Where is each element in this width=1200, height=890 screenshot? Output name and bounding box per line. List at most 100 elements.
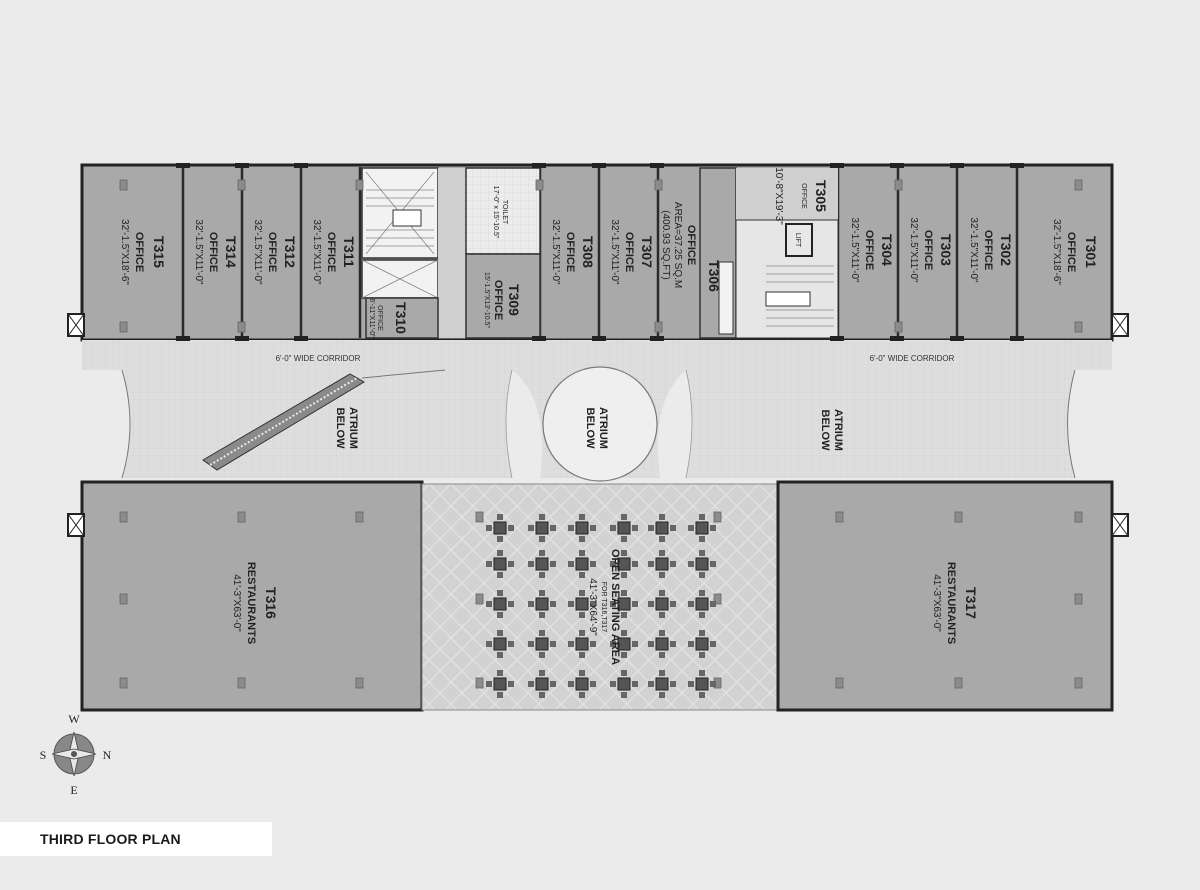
unit-area-t306: AREA=37.25 SQ.M <box>672 202 683 288</box>
unit-code-t316: T316 <box>263 587 279 619</box>
unit-dim-t308: 32'-1.5"X11'-0" <box>550 219 561 285</box>
table <box>648 630 676 658</box>
unit-dim-t310: 6'-11"X11'-0" <box>368 298 375 338</box>
table <box>486 630 514 658</box>
table <box>568 550 596 578</box>
unit-area2-t306: (400.93 SQ.FT) <box>660 210 671 279</box>
toilet-dim: 17'-0" x 15'-10.5" <box>492 186 499 239</box>
unit-code-t311: T311 <box>341 236 357 267</box>
compass: W S N E <box>40 712 112 797</box>
table <box>610 514 638 542</box>
unit-dim-t309: 15'-1.5"X13'-10.5" <box>483 272 490 328</box>
unit-name-t314: OFFICE <box>207 232 219 272</box>
lift-label: LIFT <box>794 233 801 248</box>
table <box>528 550 556 578</box>
table <box>528 590 556 618</box>
unit-dim-t305: 10'-8"X19'-3" <box>773 167 784 225</box>
unit-name-t312: OFFICE <box>266 232 278 272</box>
unit-name-t305: OFFICE <box>800 183 807 209</box>
unit-code-t308: T308 <box>580 236 596 268</box>
unit-dim-t317: 41'-3"X63'-0" <box>931 574 942 632</box>
compass-w: W <box>68 712 80 726</box>
table <box>486 550 514 578</box>
table <box>688 670 716 698</box>
unit-code-t305: T305 <box>813 180 829 212</box>
unit-name-t316: RESTAURANTS <box>245 562 257 644</box>
restaurant-t316 <box>80 480 424 712</box>
page-title: THIRD FLOOR PLAN <box>40 831 181 847</box>
unit-code-t302: T302 <box>998 234 1014 266</box>
seating-name: OPEN SEATING AREA <box>609 549 621 665</box>
unit-name-t303: OFFICE <box>922 230 934 270</box>
columns <box>119 179 1083 689</box>
table <box>486 514 514 542</box>
table <box>568 630 596 658</box>
table <box>528 630 556 658</box>
unit-name-t308: OFFICE <box>564 232 576 272</box>
office-strip-top <box>80 163 1114 342</box>
table <box>568 514 596 542</box>
table <box>688 630 716 658</box>
atrium-circle <box>542 366 658 482</box>
unit-name-t309: OFFICE <box>492 280 504 320</box>
stair-core-right <box>735 168 839 339</box>
unit-name-t302: OFFICE <box>982 230 994 270</box>
atrium-label-right: ATRIUM <box>832 409 844 451</box>
table <box>610 630 638 658</box>
unit-code-t317: T317 <box>963 587 979 619</box>
unit-dim-t316: 41'-3"X63'-0" <box>231 574 242 632</box>
atrium-below-left: BELOW <box>334 408 346 450</box>
unit-name-t317: RESTAURANTS <box>945 562 957 644</box>
corridor-label-right: 6'-0" WIDE CORRIDOR <box>870 354 955 363</box>
unit-code-t312: T312 <box>282 236 298 268</box>
unit-dim-t315: 32'-1.5"X18'-6" <box>119 219 130 285</box>
unit-dim-t303: 32'-1.5"X11'-0" <box>908 217 919 283</box>
table <box>688 514 716 542</box>
unit-code-t306: T306 <box>706 260 722 292</box>
unit-code-t310: T310 <box>393 302 409 334</box>
unit-name-t301: OFFICE <box>1065 232 1077 272</box>
escalator <box>202 369 446 471</box>
unit-code-t314: T314 <box>223 236 239 268</box>
seating-area <box>421 483 779 711</box>
atrium-right <box>686 370 1075 478</box>
table <box>688 550 716 578</box>
unit-name-t307: OFFICE <box>623 232 635 272</box>
atrium-below-center: BELOW <box>584 408 596 450</box>
table <box>648 550 676 578</box>
unit-name-t304: OFFICE <box>863 230 875 270</box>
atrium-label-left: ATRIUM <box>347 407 359 449</box>
unit-dim-t307: 32'-1.5"X11'-0" <box>609 219 620 285</box>
unit-code-t309: T309 <box>506 284 522 316</box>
unit-name-t315: OFFICE <box>133 232 145 272</box>
unit-name-t306: OFFICE <box>685 225 697 265</box>
table <box>648 590 676 618</box>
compass-n: N <box>103 748 112 762</box>
seating-tables <box>486 514 716 698</box>
toilet-label: TOILET <box>501 200 508 225</box>
seating-dim: 41'-3"X64'-9" <box>587 578 598 636</box>
unit-code-t303: T303 <box>938 234 954 266</box>
unit-code-t301: T301 <box>1083 236 1099 268</box>
table <box>568 670 596 698</box>
table <box>610 590 638 618</box>
table <box>610 670 638 698</box>
table <box>486 670 514 698</box>
stair-core-left <box>361 167 466 339</box>
unit-dim-t311: 32'-1.5"X11'-0" <box>311 219 322 285</box>
restaurant-t317 <box>776 480 1114 712</box>
atrium-below-right: BELOW <box>819 410 831 452</box>
table <box>688 590 716 618</box>
toilet <box>465 167 541 255</box>
table <box>486 590 514 618</box>
unit-dim-t301: 32'-1.5"X18'-6" <box>1051 219 1062 285</box>
table <box>528 670 556 698</box>
corridor <box>82 340 1112 370</box>
seating-sub: FOR T316,T317 <box>600 582 607 633</box>
unit-dim-t312: 32'-1.5"X11'-0" <box>252 219 263 285</box>
unit-code-t307: T307 <box>639 236 655 268</box>
table <box>648 514 676 542</box>
corridor-label-left: 6'-0" WIDE CORRIDOR <box>276 354 361 363</box>
unit-dim-t314: 32'-1.5"X11'-0" <box>193 219 204 285</box>
